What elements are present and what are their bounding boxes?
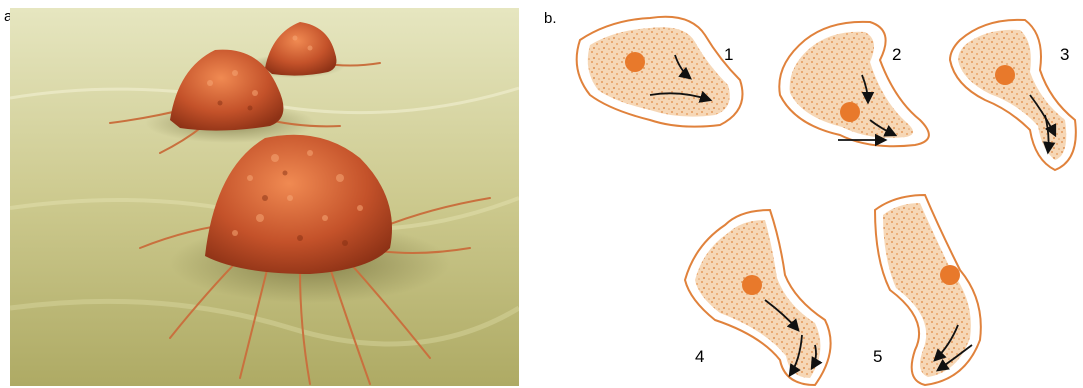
cancer-cell-micrograph xyxy=(10,8,519,386)
migration-stage-5-cell xyxy=(875,195,981,385)
stage-5-label: 5 xyxy=(873,347,882,366)
stage-4-label: 4 xyxy=(695,347,704,366)
cell-migration-diagram: 1 2 3 4 5 xyxy=(540,0,1083,388)
migration-stage-4-cell xyxy=(685,210,831,385)
migration-stage-1-cell xyxy=(577,17,743,127)
stage-2-label: 2 xyxy=(892,45,901,64)
stage-3-label: 3 xyxy=(1060,45,1069,64)
migration-stage-3-cell xyxy=(950,20,1076,170)
stage-1-label: 1 xyxy=(724,45,733,64)
migration-stage-2-cell xyxy=(779,22,929,146)
